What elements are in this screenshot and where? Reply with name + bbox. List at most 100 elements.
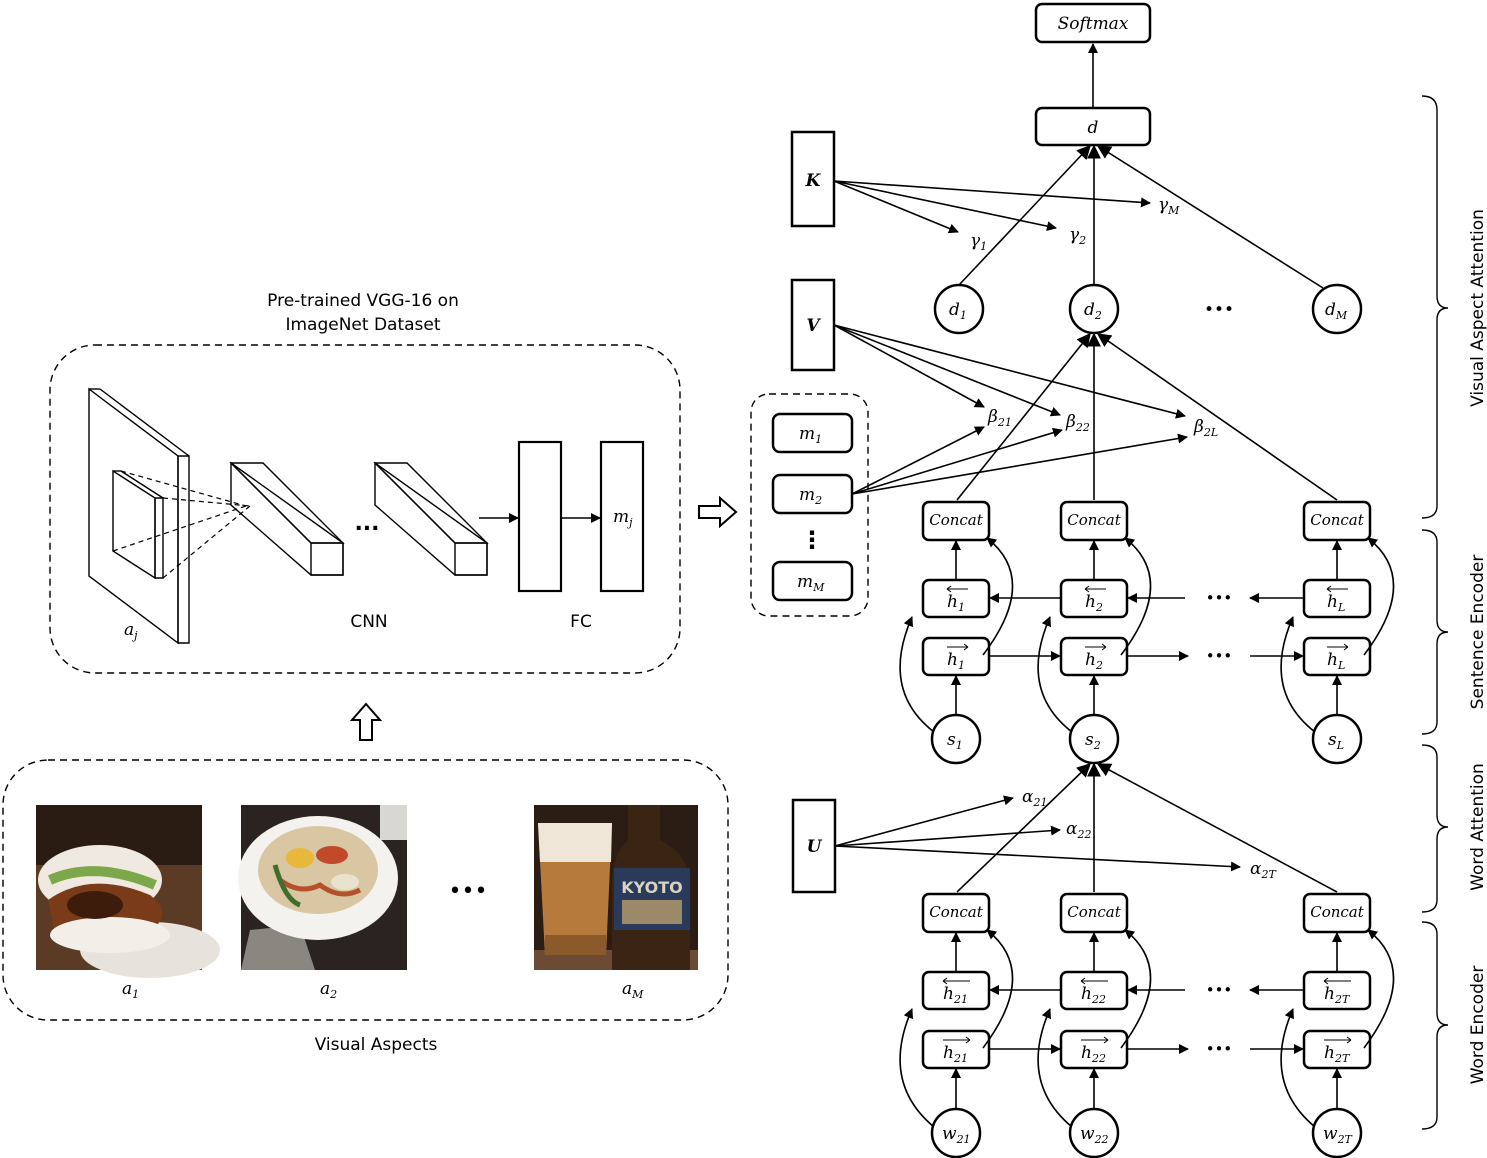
- section-braces: [1421, 95, 1449, 1130]
- U-label: U: [807, 837, 823, 857]
- alpha-22: α22: [1066, 819, 1091, 841]
- vgg-title-line1: Pre-trained VGG-16 on: [267, 291, 459, 311]
- conv-block-1: [229, 461, 345, 576]
- vgg-title-line2: ImageNet Dataset: [285, 315, 440, 335]
- m1-label: m1: [799, 424, 822, 446]
- bao-bun-photo: [36, 805, 220, 978]
- fc-layer-1: [517, 440, 563, 593]
- vgg-dashed-frame: [49, 344, 681, 674]
- w21-label: w21: [942, 1124, 971, 1146]
- section-word-attention: Word Attention: [1468, 763, 1487, 891]
- photos-ellipsis: •••: [449, 879, 488, 904]
- memory-vdots: ⋮: [800, 526, 824, 554]
- beta-22: β22: [1065, 412, 1090, 434]
- K-label: K: [805, 171, 822, 191]
- sentence-hb-2-label: h2: [1084, 585, 1106, 614]
- mj-label: mj: [613, 507, 633, 529]
- s2-label: s2: [1085, 730, 1101, 752]
- V-label: V: [806, 316, 821, 336]
- ramen-bowl-photo: [238, 805, 407, 970]
- sentence-hb-ellipsis: •••: [1206, 589, 1233, 607]
- svg-text:h22: h22: [1081, 1043, 1106, 1065]
- gamma-M: γM: [1158, 195, 1180, 217]
- section-word-encoder: Word Encoder: [1468, 966, 1487, 1085]
- sentence-hb-1-label: h1: [946, 585, 968, 614]
- aj-label: aj: [124, 620, 138, 642]
- beer-bottle-photo: KYOTO: [534, 805, 698, 970]
- svg-text:hL: hL: [1327, 650, 1345, 672]
- m1-box: [771, 412, 854, 454]
- dM-label: dM: [1325, 300, 1348, 322]
- V-param-box: [790, 278, 836, 372]
- sentence-encoder: Concat Concat Concat h1 h2 hL h1: [899, 500, 1395, 765]
- doc-ellipsis: •••: [1204, 300, 1234, 320]
- conv-block-2: [373, 461, 489, 576]
- beta-2L: β2L: [1193, 417, 1218, 439]
- conv-dots: ...: [354, 511, 379, 536]
- word-concat-2-label: Concat: [1067, 903, 1122, 921]
- a1-label: a1: [122, 979, 139, 1001]
- section-visual-aspect-attention: Visual Aspect Attention: [1468, 209, 1487, 407]
- sentence-concat-2-label: Concat: [1067, 511, 1122, 529]
- w22-label: w22: [1080, 1124, 1109, 1146]
- word-concat-1-label: Concat: [929, 903, 984, 921]
- word-hf-21-label: h21: [943, 1036, 971, 1065]
- sL-label: sL: [1328, 730, 1344, 752]
- sentence-hf-ellipsis: •••: [1206, 647, 1233, 665]
- mM-label: mM: [797, 572, 825, 594]
- svg-text:h2T: h2T: [1324, 1043, 1351, 1065]
- sentence-concat-L-label: Concat: [1310, 511, 1365, 529]
- svg-text:h22: h22: [1081, 984, 1106, 1006]
- visual-aspects-caption: Visual Aspects: [315, 1035, 438, 1055]
- d1-node: [933, 283, 985, 335]
- word-hb-22-label: h22: [1080, 977, 1108, 1006]
- section-sentence-encoder: Sentence Encoder: [1468, 555, 1487, 710]
- aM-label: aM: [622, 979, 644, 1001]
- fc-label: FC: [570, 612, 592, 632]
- sentence-concat-1-label: Concat: [929, 511, 984, 529]
- alpha-21: α21: [1022, 787, 1047, 809]
- memory-column: m1 m2 ⋮ mM: [750, 393, 869, 617]
- word-hb-2T-label: h2T: [1323, 977, 1351, 1006]
- svg-text:h2T: h2T: [1324, 984, 1351, 1006]
- sentence-hf-2-label: h2: [1085, 643, 1107, 672]
- d1-label: d1: [949, 300, 967, 322]
- svg-text:h21: h21: [943, 1043, 968, 1065]
- right-hollow-arrow: [698, 495, 738, 529]
- alpha-2T: α2T: [1250, 859, 1277, 881]
- bottle-label-text: KYOTO: [621, 878, 683, 897]
- a2-label: a2: [320, 979, 337, 1001]
- svg-text:h2: h2: [1085, 592, 1103, 614]
- s1-node: [930, 713, 982, 765]
- cnn-label: CNN: [350, 612, 387, 632]
- s1-label: s1: [947, 730, 963, 752]
- word-hf-22-label: h22: [1081, 1036, 1109, 1065]
- d-label: d: [1088, 118, 1099, 138]
- gamma-1: γ1: [970, 231, 987, 253]
- svg-text:hL: hL: [1327, 592, 1345, 614]
- input-image-slab: [88, 387, 251, 645]
- K-param-box: [790, 130, 836, 228]
- sentence-hf-1-label: h1: [947, 643, 969, 672]
- softmax-label: Softmax: [1058, 14, 1129, 34]
- vgg-module: Pre-trained VGG-16 on ImageNet Dataset a…: [49, 291, 681, 674]
- softmax-box: [1034, 2, 1152, 44]
- sentence-hf-L-label: hL: [1327, 643, 1349, 672]
- m2-label: m2: [799, 485, 822, 507]
- word-encoder: Concat Concat Concat h21 h22 h2T h21 h22: [899, 892, 1395, 1158]
- mM-box: [771, 560, 854, 602]
- w2T-node: [1311, 1107, 1363, 1158]
- visual-aspects-panel: a1 a2 ••• KYOTO aM: [2, 759, 729, 1055]
- svg-text:h1: h1: [947, 650, 965, 672]
- dM-node: [1311, 283, 1363, 335]
- word-hb-ellipsis: •••: [1206, 981, 1233, 999]
- word-hf-2T-label: h2T: [1324, 1036, 1352, 1065]
- fc-layer-2: [599, 440, 645, 593]
- w21-node: [930, 1107, 982, 1158]
- sL-node: [1311, 713, 1363, 765]
- sentence-hb-L-label: hL: [1326, 585, 1348, 614]
- svg-text:h2: h2: [1085, 650, 1103, 672]
- svg-text:h21: h21: [943, 984, 968, 1006]
- w2T-label: w2T: [1323, 1124, 1354, 1146]
